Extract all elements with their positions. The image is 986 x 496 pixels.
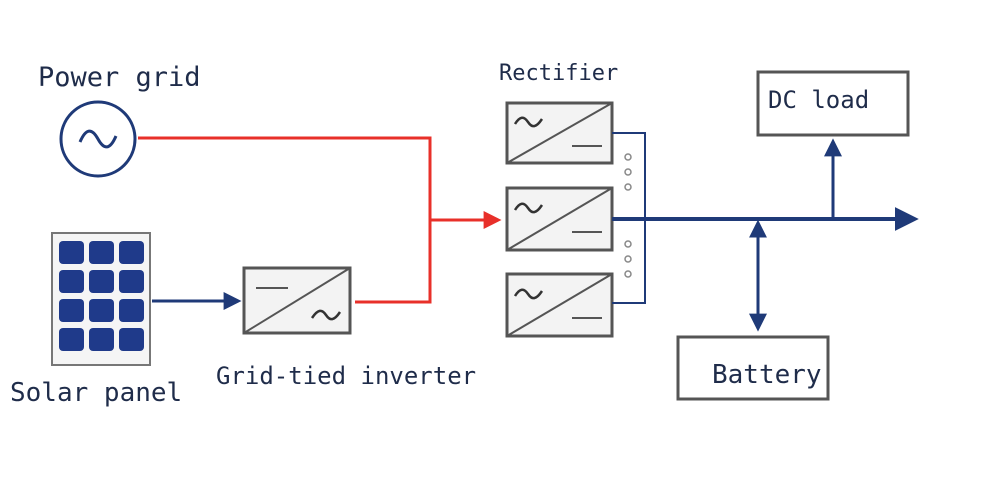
power-grid-label: Power grid <box>38 62 201 93</box>
rectifier-module-3 <box>505 272 614 338</box>
inverter-label: Grid-tied inverter <box>216 362 477 390</box>
dc-load-box <box>756 70 910 137</box>
solar-panel-icon <box>51 232 151 366</box>
battery-label: Battery <box>712 360 822 390</box>
rectifier-module-1 <box>505 101 614 165</box>
ac-grid-line <box>138 136 502 304</box>
battery-box <box>676 335 830 401</box>
rectifier-label: Rectifier <box>499 61 619 86</box>
inverter-box <box>242 266 352 335</box>
ac-source-icon <box>59 100 137 178</box>
solar-panel-label: Solar panel <box>10 378 183 408</box>
dc-load-label: DC load <box>768 86 870 114</box>
rectifier-module-2 <box>505 186 614 252</box>
